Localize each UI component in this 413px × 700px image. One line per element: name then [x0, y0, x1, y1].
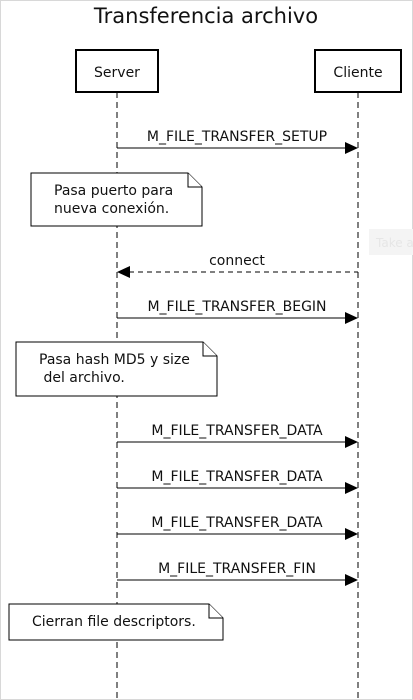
message-label: connect: [209, 253, 265, 269]
message-fin: M_FILE_TRANSFER_FIN: [117, 561, 358, 586]
actor-cliente: Cliente: [314, 49, 402, 93]
actor-server: Server: [75, 49, 159, 93]
message-data-3: M_FILE_TRANSFER_DATA: [117, 515, 358, 540]
message-data-1: M_FILE_TRANSFER_DATA: [117, 423, 358, 448]
actor-cliente-label: Cliente: [333, 65, 382, 81]
message-label: M_FILE_TRANSFER_BEGIN: [147, 299, 326, 315]
diagram-title: Transferencia archivo: [93, 4, 318, 28]
message-data-2: M_FILE_TRANSFER_DATA: [117, 469, 358, 494]
note-line: Pasa hash MD5 y size: [39, 352, 190, 368]
note-line: Cierran file descriptors.: [32, 614, 196, 630]
message-setup: M_FILE_TRANSFER_SETUP: [117, 129, 358, 154]
arrowhead-icon: [345, 312, 358, 324]
note-pasa-puerto: Pasa puerto para nueva conexión.: [30, 172, 203, 227]
note-line: del archivo.: [39, 370, 125, 386]
message-label: M_FILE_TRANSFER_DATA: [151, 515, 323, 531]
side-tab-label: Take a: [375, 236, 413, 250]
arrowhead-icon: [117, 266, 130, 278]
message-label: M_FILE_TRANSFER_FIN: [158, 561, 316, 577]
arrowhead-icon: [345, 142, 358, 154]
note-cierran: Cierran file descriptors.: [8, 603, 224, 641]
actor-server-label: Server: [94, 65, 140, 81]
arrowhead-icon: [345, 574, 358, 586]
side-tab: Take a: [369, 229, 413, 255]
note-pasa-hash: Pasa hash MD5 y size del archivo.: [15, 341, 218, 397]
message-label: M_FILE_TRANSFER_DATA: [151, 423, 323, 439]
message-connect: connect: [117, 253, 358, 278]
message-label: M_FILE_TRANSFER_DATA: [151, 469, 323, 485]
note-line: nueva conexión.: [54, 201, 169, 217]
arrowhead-icon: [345, 436, 358, 448]
note-line: Pasa puerto para: [54, 183, 173, 199]
message-begin: M_FILE_TRANSFER_BEGIN: [117, 299, 358, 324]
arrowhead-icon: [345, 482, 358, 494]
arrowhead-icon: [345, 528, 358, 540]
message-label: M_FILE_TRANSFER_SETUP: [147, 129, 327, 145]
